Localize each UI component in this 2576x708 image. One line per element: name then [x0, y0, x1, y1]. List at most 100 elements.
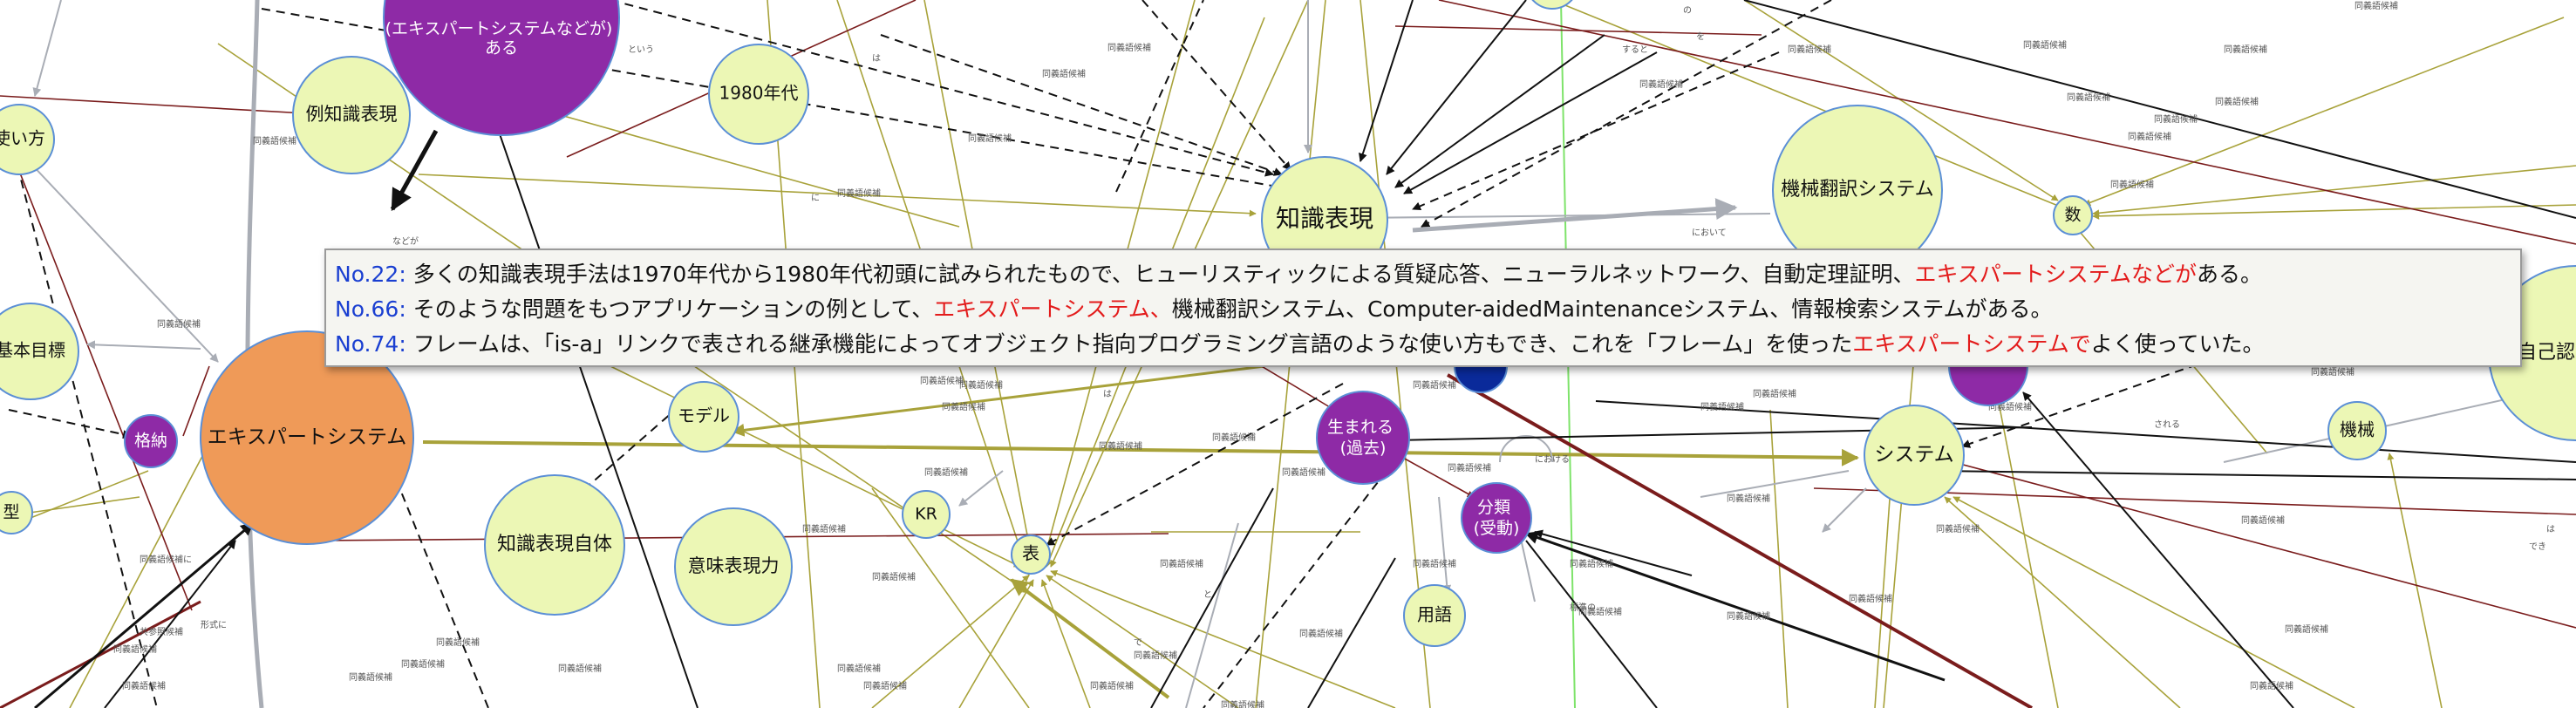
edge-label: 同義語候補 — [349, 671, 392, 683]
edge — [0, 95, 306, 114]
edge-label: は — [1103, 389, 1112, 399]
node-example-knowledge-rep[interactable]: 例知識表現 — [292, 56, 411, 174]
node-label: 自己認 — [2518, 342, 2575, 364]
edge — [1203, 470, 1387, 708]
node-label: 知識表現自体 — [497, 534, 612, 555]
edge-label: 同義語候補 — [2110, 179, 2154, 190]
edge-label: 同義語候補 — [1727, 493, 1770, 504]
edge-label: 共参照候補 — [140, 626, 183, 637]
edge — [1386, 0, 1527, 175]
node-knowledge-rep-itself[interactable]: 知識表現自体 — [484, 474, 625, 616]
edge-label: で — [1134, 638, 1142, 648]
edge-label: 同義語候補 — [1849, 593, 1892, 604]
edge — [1351, 213, 1771, 219]
edge — [1394, 25, 1762, 36]
node-system[interactable]: システム — [1864, 405, 1965, 506]
edge — [1150, 487, 1274, 708]
node-kr[interactable]: KR — [902, 490, 951, 539]
edge — [1935, 466, 2576, 480]
edge — [1595, 400, 2576, 463]
node-classification[interactable]: 分類 (受動) — [1461, 482, 1532, 554]
edge — [418, 174, 1257, 217]
edge-label: 同義語候補 — [1282, 466, 1325, 478]
edge — [0, 600, 201, 708]
node-label: 分類 — [1477, 498, 1510, 517]
node-table[interactable]: 表 — [1011, 534, 1051, 575]
sentence-tooltip: No.22: 多くの知識表現手法は1970年代から1980年代初頭に試みられたも… — [324, 248, 2522, 367]
node-basic-goal[interactable]: 基本目標 — [0, 303, 79, 400]
edge-label: 同義語候補 — [1107, 42, 1151, 53]
edge — [1883, 304, 1919, 708]
edge — [958, 470, 1004, 507]
edge-label: 同義語候補 — [1448, 462, 1491, 473]
edge-label: 同義語候補 — [157, 318, 201, 330]
node-born[interactable]: 生まれる (過去) — [1316, 391, 1410, 485]
tooltip-line: No.66: そのような問題をもつアプリケーションの例として、エキスパートシステ… — [335, 292, 2511, 327]
edge-label: 同義語候補 — [2355, 0, 2398, 11]
node-expert-system[interactable]: エキスパートシステム — [200, 330, 414, 545]
sentence-number[interactable]: No.74: — [335, 331, 406, 357]
edge-label: 同義語候補 — [2215, 96, 2259, 107]
edge — [2022, 391, 2294, 708]
edge-label: の — [1683, 6, 1692, 16]
node-machine[interactable]: 機械 — [2327, 401, 2387, 460]
node-term[interactable]: 用語 — [1403, 584, 1466, 647]
edge — [1551, 0, 2068, 210]
node-label: ある — [485, 38, 518, 58]
edge — [1700, 470, 1850, 498]
edge-label: 同義語候補 — [968, 133, 1012, 144]
node-how-to-use[interactable]: 使い方 — [0, 104, 55, 175]
node-machine-translation[interactable]: 機械翻訳システム — [1772, 105, 1943, 276]
node-expert-system-etc[interactable]: (エキスパートシステムなどが) ある — [383, 0, 620, 136]
edge-label: 同義語候補 — [1099, 440, 1142, 452]
sentence-text: そのような問題をもつアプリケーションの例として、 — [405, 296, 934, 322]
edge — [104, 540, 236, 708]
sentence-tail: ある。 — [2196, 262, 2262, 287]
edge-label: と — [1203, 589, 1212, 600]
node-label: 格納 — [134, 432, 167, 451]
svg-text:生まれる (過去): 生まれる (過去) — [1327, 418, 1399, 458]
edge — [422, 440, 1859, 466]
node-number[interactable]: 数 — [2053, 195, 2093, 235]
node-label: 用語 — [1417, 604, 1452, 625]
node-store[interactable]: 格納 — [124, 414, 178, 468]
edge — [1952, 461, 2576, 629]
edge-label: 同義語候補 — [2311, 366, 2355, 378]
node-label: 基本目標 — [0, 340, 65, 361]
edge-label: 同義語候補 — [1413, 558, 1456, 569]
sentence-highlight: エキスパートシステムで — [1852, 331, 2091, 357]
edge-label: 同義語候補 — [2154, 113, 2198, 125]
edge — [1944, 496, 2181, 708]
edge — [8, 409, 132, 439]
edge-label: 同義語候補 — [1753, 388, 1796, 399]
edge-label: 同義語候補 — [2067, 92, 2110, 103]
node-type[interactable]: 型 — [0, 491, 33, 534]
edge — [1185, 522, 1239, 708]
edge — [34, 521, 255, 708]
edge — [1438, 0, 2576, 245]
node-1980s[interactable]: 1980年代 — [708, 44, 809, 145]
edge — [1115, 0, 1204, 193]
edge — [2092, 204, 2576, 220]
edge — [1421, 0, 1832, 228]
node-top-partial[interactable] — [1526, 0, 1578, 10]
edge — [1769, 409, 1789, 708]
edge-label: 同義語候補 — [1578, 606, 1622, 617]
edge — [1822, 487, 1867, 533]
edge-label: すると — [1622, 44, 1648, 55]
sentence-number[interactable]: No.22: — [335, 262, 406, 287]
edge — [17, 496, 140, 517]
edge — [1046, 575, 1239, 708]
edge-label: 同義語候補 — [942, 401, 985, 412]
edge — [871, 575, 1030, 708]
node-model[interactable]: モデル — [668, 381, 739, 453]
edge — [17, 165, 158, 708]
node-label: 表 — [1022, 543, 1039, 564]
edge-label: 同義語候補 — [1299, 628, 1343, 639]
edge — [1524, 531, 1946, 682]
node-semantic-rep[interactable]: 意味表現力 — [674, 507, 793, 626]
edge-label: 同義語候補 — [1413, 379, 1456, 391]
sentence-number[interactable]: No.66: — [335, 296, 406, 322]
edge-label: 同義語候補 — [1700, 401, 1744, 412]
